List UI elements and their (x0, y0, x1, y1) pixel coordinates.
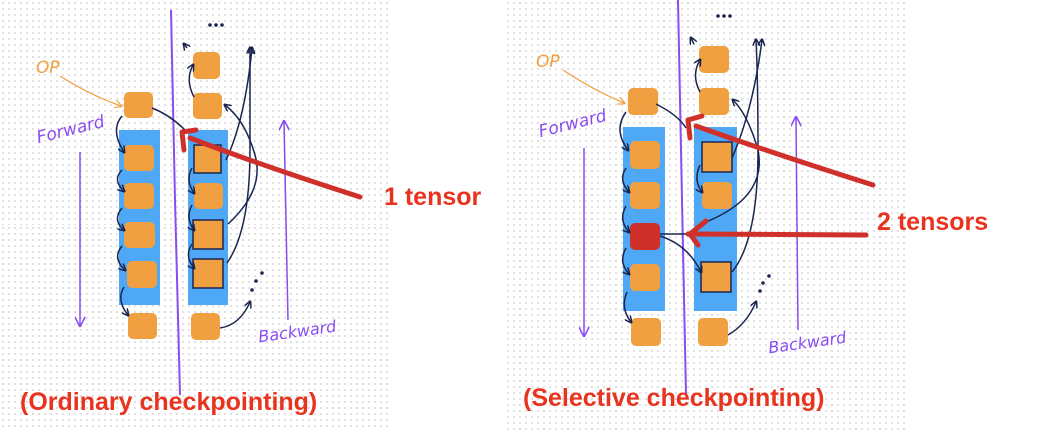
recomputed-op-node (700, 261, 732, 293)
op-node (124, 222, 155, 248)
callout-1-tensor: 1 tensor (384, 183, 482, 211)
divider-line (677, 0, 687, 396)
recompute-edge (189, 167, 194, 193)
forward-edge (655, 103, 687, 129)
backward-edge (219, 302, 250, 329)
forward-edge (151, 107, 186, 131)
recompute-edge (189, 204, 194, 230)
recomputed-op-node (192, 258, 224, 289)
forward-edge (116, 169, 124, 191)
ellipsis-top (716, 14, 732, 18)
backward-arrow (284, 122, 288, 321)
op-node (702, 182, 732, 209)
backward-edge (184, 44, 187, 48)
saved-tensor-arrow (693, 123, 876, 188)
panel-selective (562, 0, 876, 396)
backward-edge (225, 48, 252, 161)
op-label: OP (36, 58, 60, 78)
saved-tensor-arrowhead (687, 218, 709, 248)
op-node (124, 145, 154, 171)
backward-edge (727, 302, 756, 336)
saved-tensor-arrow (187, 135, 363, 200)
backward-edge (696, 60, 701, 93)
backward-edge (731, 40, 762, 159)
op-node (628, 88, 658, 115)
op-node (630, 182, 660, 209)
forward-edge (120, 286, 128, 315)
op-node (631, 318, 661, 346)
op-node (124, 183, 154, 209)
forward-edge (621, 247, 629, 274)
forward-edge (621, 205, 629, 232)
recompute-edge (659, 235, 701, 272)
op-pointer-arrow (562, 69, 624, 103)
caption-selective: (Selective checkpointing) (523, 384, 825, 412)
forward-edge (116, 207, 124, 230)
recomputed-op-node (701, 141, 733, 173)
backward-edge (691, 38, 694, 44)
forward-edge (115, 115, 124, 152)
forward-edge (116, 245, 125, 270)
op-node (699, 88, 729, 115)
op-label: OP (536, 52, 560, 72)
op-node (193, 93, 222, 119)
op-node (193, 52, 220, 79)
saved-tensor-arrow (685, 231, 869, 238)
op-node (630, 141, 660, 169)
saved-op-node (630, 223, 660, 250)
op-pointer-arrow (59, 75, 121, 106)
ellipsis-dots (758, 274, 771, 293)
op-node (191, 313, 220, 340)
recompute-edge (188, 243, 194, 268)
saved-tensor-arrowhead (685, 113, 705, 141)
op-node (128, 313, 157, 339)
ellipsis-dots (250, 271, 264, 292)
backward-arrow (796, 118, 798, 331)
backward-edge (226, 48, 250, 264)
op-node (194, 183, 223, 209)
recompute-edge (697, 164, 702, 192)
backward-edge (189, 65, 195, 98)
callout-2-tensors: 2 tensors (877, 208, 989, 236)
recomputed-op-node (192, 219, 224, 250)
forward-edge (619, 111, 628, 150)
divider-line (170, 9, 181, 396)
op-node (127, 261, 157, 288)
caption-ordinary: (Ordinary checkpointing) (20, 388, 318, 416)
op-node (630, 264, 660, 291)
panel-ordinary (59, 9, 363, 396)
forward-edge (621, 167, 629, 192)
op-node (124, 92, 153, 118)
op-node (699, 46, 729, 73)
ellipsis-top (208, 23, 224, 27)
op-node (698, 318, 728, 346)
forward-edge (623, 291, 631, 322)
saved-tensor-arrowhead (179, 127, 199, 153)
backward-edge (225, 105, 258, 225)
backward-edge (697, 100, 760, 226)
